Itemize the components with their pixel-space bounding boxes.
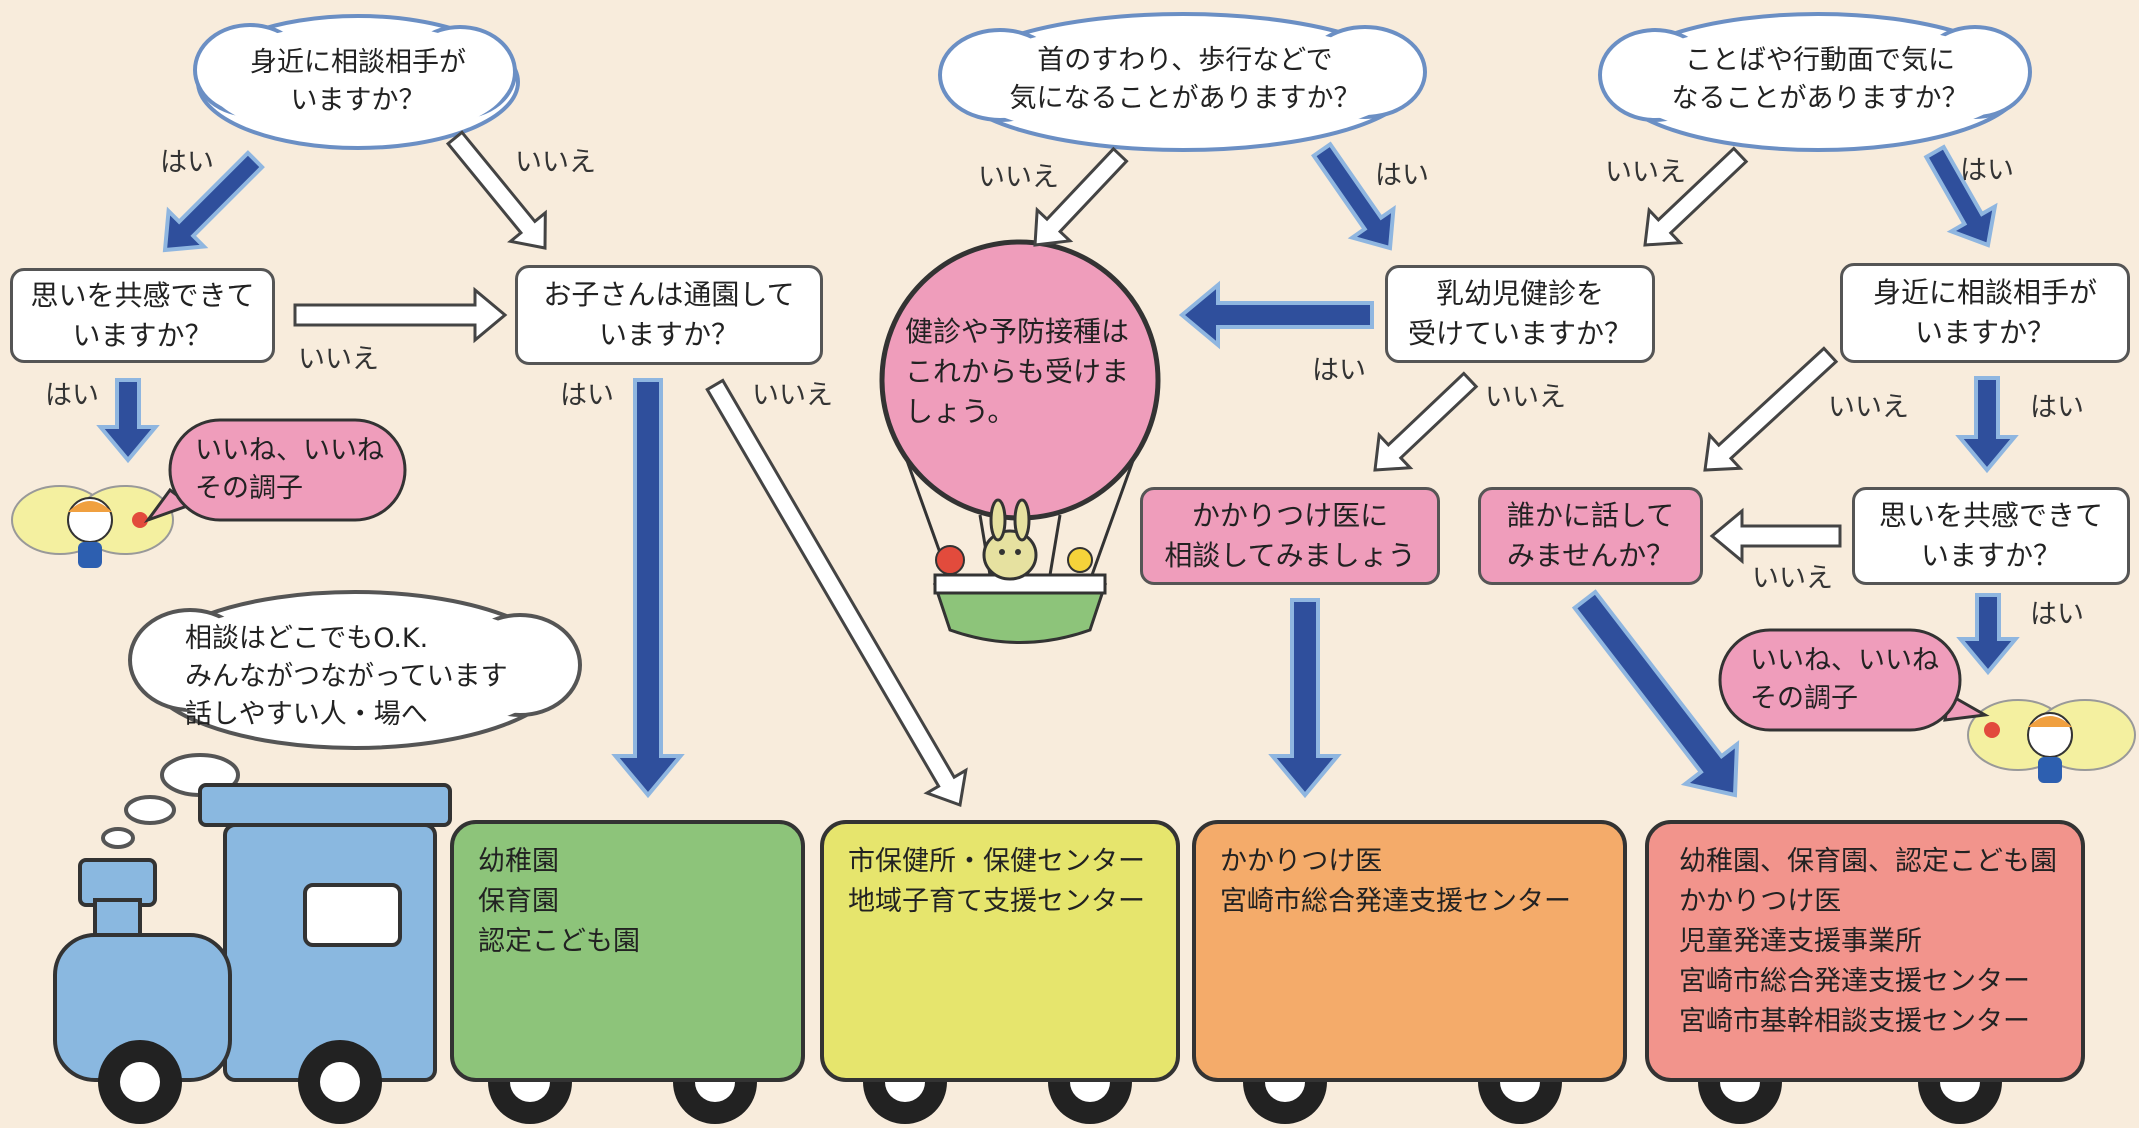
box-empathy-left: 思いを共感できて いますか？: [10, 268, 275, 363]
box-talk-someone: 誰かに話して みませんか？: [1478, 487, 1703, 585]
car-line: 認定こども園: [478, 926, 640, 957]
white-arrow: [705, 378, 968, 808]
label-no: いいえ: [752, 380, 833, 411]
box-checkup-question: 乳幼児健診を 受けていますか？: [1385, 265, 1655, 363]
speech-bubble-right: [1718, 628, 1990, 732]
car-line: 児童発達支援事業所: [1679, 926, 1922, 957]
car-line: かかりつけ医: [1220, 846, 1383, 877]
cloud-top-right: [1598, 12, 2032, 152]
cloud-top-mid-text: 首のすわり、歩行などで 気になることがありますか？: [1009, 45, 1361, 114]
label-yes: はい: [45, 380, 99, 411]
car-line: 保育園: [478, 886, 559, 917]
label-no: いいえ: [978, 162, 1059, 193]
speech-bubble-left: [143, 418, 407, 524]
cloud-top-left-text: 身近に相談相手が いますか？: [250, 47, 466, 116]
blue-arrow: [1311, 141, 1396, 251]
white-arrow: [1709, 507, 1842, 565]
car-line: 幼稚園、保育園、認定こども園: [1679, 846, 2057, 877]
cloud-train: [101, 590, 582, 849]
car-line: 宮崎市総合発達支援センター: [1679, 966, 2030, 997]
car-line: 宮崎市総合発達支援センター: [1220, 886, 1571, 917]
blue-arrow: [1268, 598, 1342, 799]
train-car-1: 幼稚園 保育園 認定こども園: [450, 820, 805, 1082]
box-nursery-question: お子さんは通園して いますか？: [515, 265, 823, 365]
white-arrow: [445, 130, 547, 250]
white-arrow: [1033, 146, 1129, 247]
cloud-top-right-text: ことばや行動面で気に なることがありますか？: [1671, 45, 1969, 114]
fairy-left: [11, 485, 174, 568]
blue-arrow: [1955, 376, 2019, 474]
blue-arrow: [1178, 280, 1374, 350]
arrows: [96, 130, 2020, 808]
label-no: いいえ: [1485, 382, 1566, 413]
fairy-right: [1967, 699, 2136, 783]
label-yes: はい: [1312, 355, 1366, 386]
train-car-4: 幼稚園、保育園、認定こども園 かかりつけ医 児童発達支援事業所 宮崎市総合発達支…: [1645, 820, 2085, 1082]
white-arrow: [1703, 346, 1839, 472]
car-line: かかりつけ医: [1679, 886, 1842, 917]
car-line: 地域子育て支援センター: [848, 886, 1145, 917]
label-yes: はい: [560, 380, 614, 411]
train-engine: [53, 783, 452, 1082]
car-line: 幼稚園: [478, 846, 559, 877]
train-car-2: 市保健所・保健センター 地域子育て支援センター: [820, 820, 1180, 1082]
label-yes: はい: [1960, 155, 2014, 186]
hot-air-balloon: [879, 239, 1161, 644]
white-arrow: [293, 286, 508, 344]
train-car-3: かかりつけ医 宮崎市総合発達支援センター: [1192, 820, 1627, 1082]
balloon-text: 健診や予防接種は これからも受けま しょう。: [905, 315, 1130, 428]
wheel-hub: [120, 1062, 160, 1102]
label-no: いいえ: [1828, 392, 1909, 423]
cloud-top-left: [193, 14, 520, 150]
blue-arrow: [1571, 589, 1740, 798]
box-consult-right: 身近に相談相手が いますか？: [1840, 263, 2130, 363]
white-arrow: [1373, 371, 1479, 472]
blue-arrow: [1923, 144, 1998, 248]
label-yes: はい: [1375, 160, 1429, 191]
cloud-top-mid: [938, 12, 1427, 152]
blue-arrow: [162, 150, 265, 253]
box-family-doctor: かかりつけ医に 相談してみましょう: [1140, 487, 1440, 585]
cloud-train-text: 相談はどこでもO.K. みんながつながっています 話しやすい人・場へ: [185, 623, 508, 730]
blue-arrow: [96, 378, 160, 464]
blue-arrow: [1956, 593, 2020, 676]
white-arrow: [1643, 146, 1749, 247]
wheels: [98, 1040, 2002, 1124]
label-yes: はい: [160, 147, 214, 178]
box-empathy-right: 思いを共感できて いますか？: [1852, 487, 2130, 585]
wheel-hub: [320, 1062, 360, 1102]
speech-right-text: いいね、いいね その調子: [1750, 645, 1939, 714]
label-yes: はい: [2030, 392, 2084, 423]
blue-arrow: [611, 378, 685, 799]
speech-left-text: いいね、いいね その調子: [195, 435, 384, 504]
car-line: 宮崎市基幹相談支援センター: [1679, 1006, 2030, 1037]
label-no: いいえ: [298, 344, 379, 375]
label-no: いいえ: [515, 147, 596, 178]
label-no: いいえ: [1605, 157, 1686, 188]
car-line: 市保健所・保健センター: [848, 846, 1145, 877]
label-yes: はい: [2030, 599, 2084, 630]
label-no: いいえ: [1752, 563, 1833, 594]
